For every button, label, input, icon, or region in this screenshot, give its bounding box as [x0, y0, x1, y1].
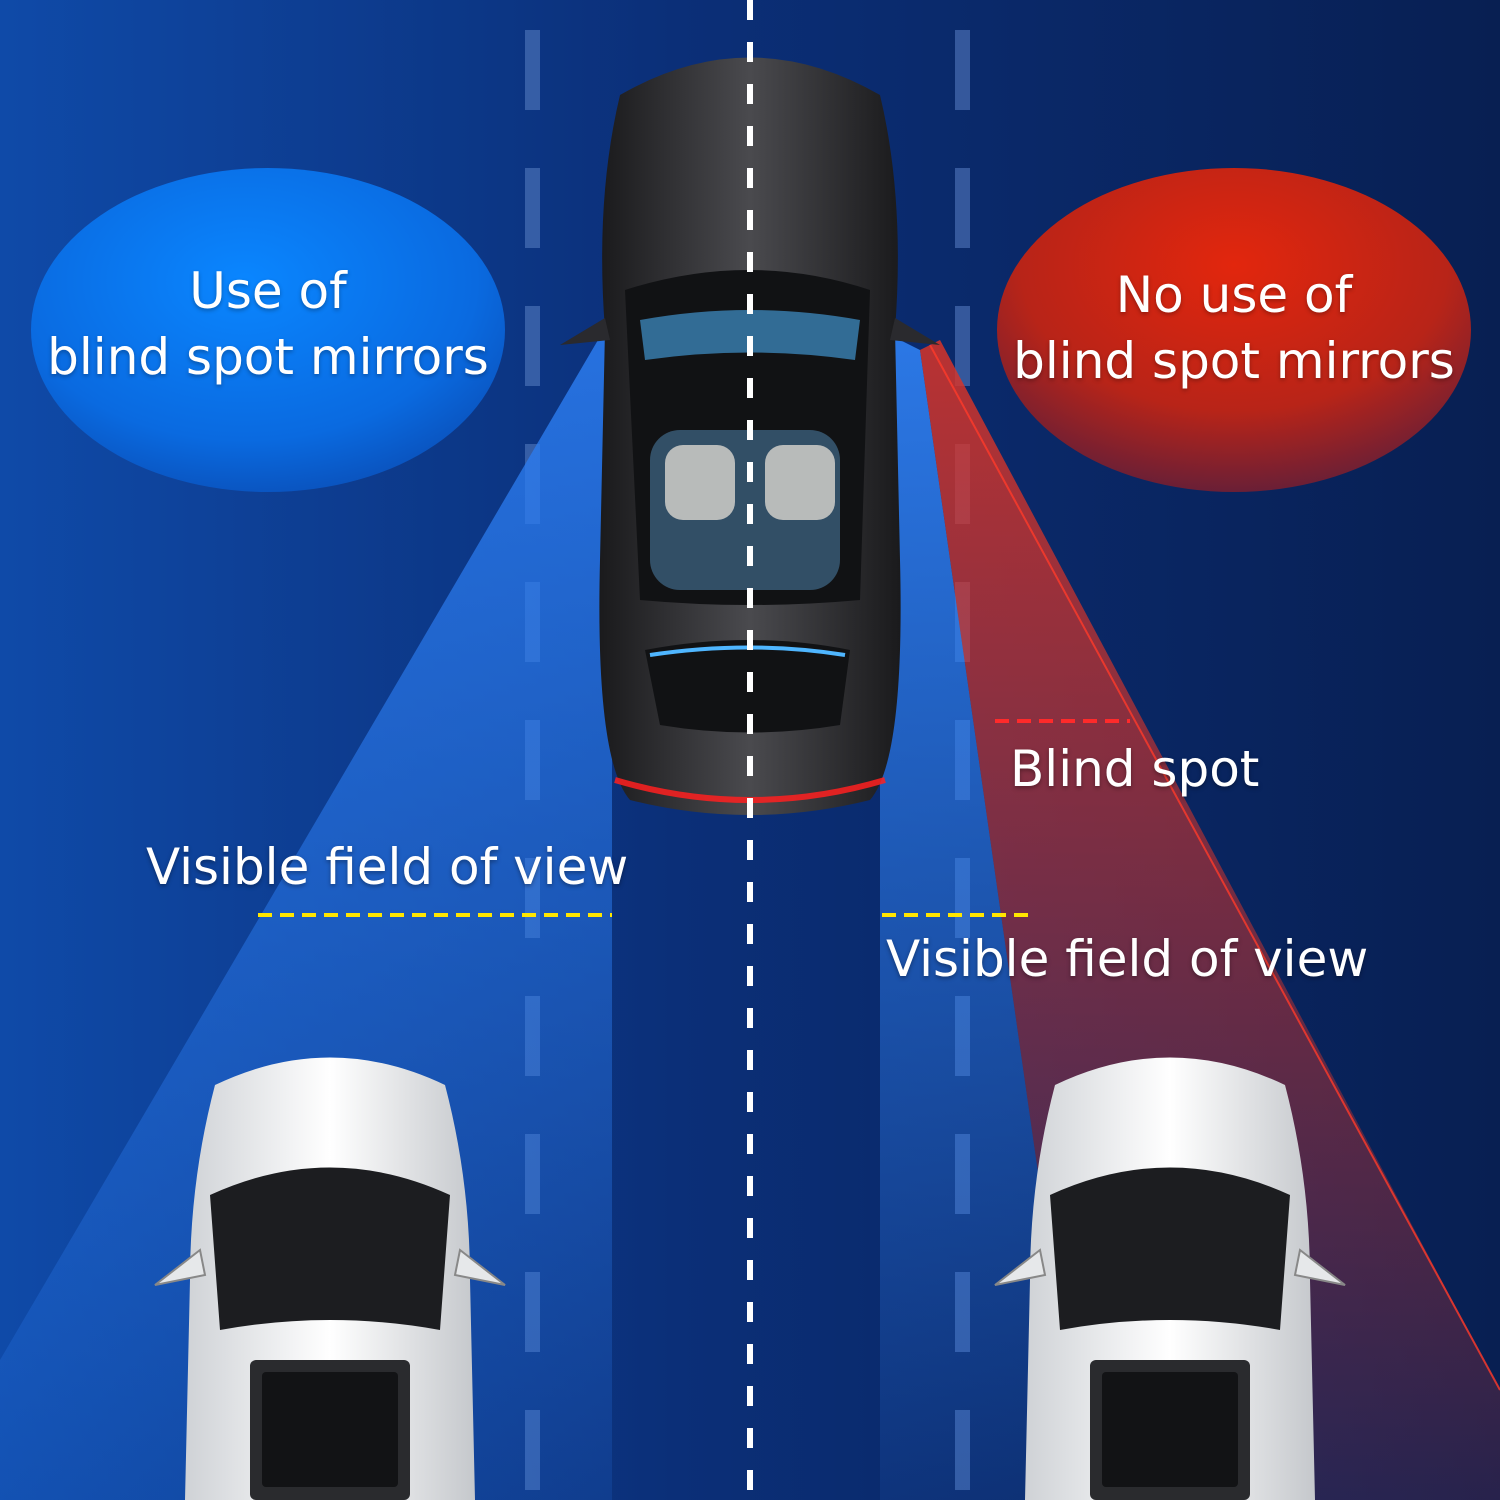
right-visible-label: Visible field of view	[886, 930, 1369, 988]
right-car-icon	[994, 1057, 1346, 1500]
left-bubble-text: Use of blind spot mirrors	[31, 258, 505, 390]
left-visible-label: Visible field of view	[146, 838, 629, 896]
right-bubble-line2: blind spot mirrors	[1013, 332, 1455, 390]
left-bubble	[31, 168, 505, 492]
blind-spot-edge	[929, 344, 1500, 1391]
right-bubble-line1: No use of	[1115, 266, 1353, 324]
left-car-icon	[154, 1057, 506, 1500]
left-bubble-line2: blind spot mirrors	[47, 328, 489, 386]
blind-spot-label: Blind spot	[1010, 740, 1260, 798]
right-bubble-text: No use of blind spot mirrors	[997, 262, 1471, 394]
left-bubble-line1: Use of	[189, 262, 347, 320]
right-bubble	[997, 168, 1471, 492]
